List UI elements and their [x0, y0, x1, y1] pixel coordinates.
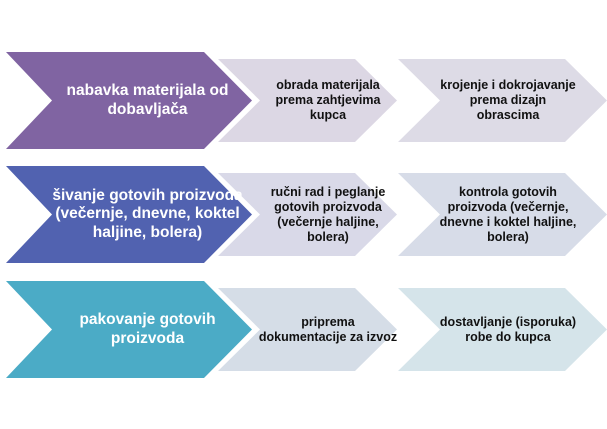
chevron-step-1-2: [218, 59, 397, 142]
step-label-3-2: priprema dokumentacije za izvoz: [258, 314, 398, 344]
chevron-step-2-1: [6, 166, 252, 263]
step-label-3-3: dostavljanje (isporuka) robe do kupca: [439, 314, 577, 344]
step-label-1-1: nabavka materijala od dobavljača: [66, 81, 229, 118]
chevron-step-3-1: [6, 281, 252, 378]
step-label-3-1: pakovanje gotovih proizvoda: [79, 310, 216, 347]
chevron-step-3-3: [398, 288, 607, 371]
chevron-step-1-3: [398, 59, 607, 142]
chevron-step-2-2: [218, 173, 397, 256]
chevron-step-1-1: [6, 52, 252, 149]
step-label-2-1: šivanje gotovih proizvoda (večernje, dne…: [52, 186, 243, 241]
chevron-step-2-3: [398, 173, 607, 256]
step-label-2-2: ručni rad i peglanje gotovih proizvoda (…: [270, 184, 386, 244]
step-label-2-3: kontrola gotovih proizvoda (večernje, dn…: [439, 184, 577, 244]
chevron-step-3-2: [218, 288, 397, 371]
step-label-1-3: krojenje i dokrojavanje prema dizajn obr…: [440, 78, 576, 122]
step-label-1-2: obrada materijala prema zahtjevima kupca: [275, 78, 381, 122]
